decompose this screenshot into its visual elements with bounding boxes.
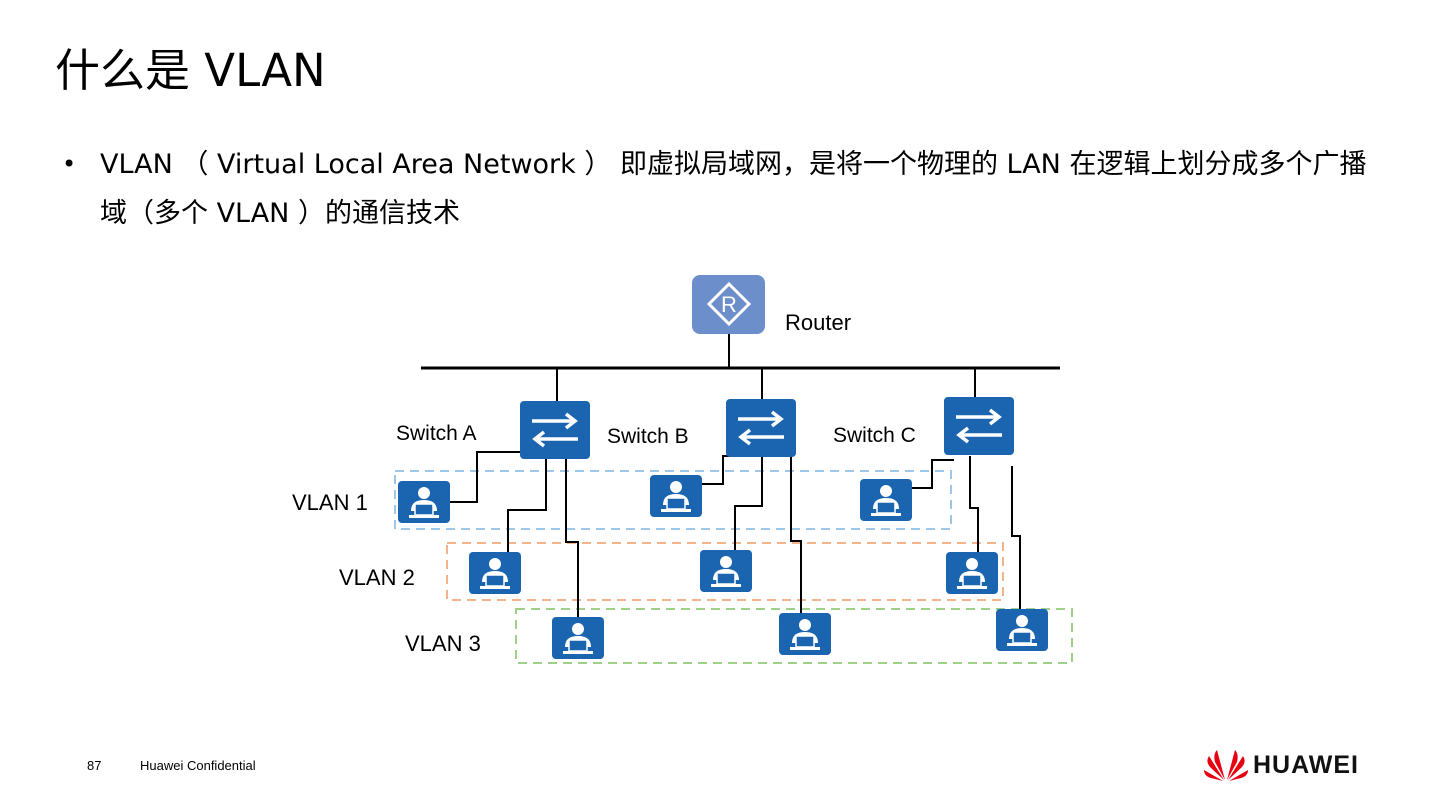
pc-user-icon[interactable]: [649, 474, 703, 518]
vlan1-boundary: [394, 470, 952, 530]
pc-user-icon[interactable]: [778, 612, 832, 656]
huawei-flower-icon: [1204, 750, 1248, 781]
bullet-dot: •: [62, 150, 77, 178]
switch-c-label: Switch C: [833, 424, 916, 447]
pc-user-icon[interactable]: [468, 551, 522, 595]
pc-user-icon[interactable]: [551, 616, 605, 660]
pc-user-icon[interactable]: [699, 549, 753, 593]
slide-title: 什么是 VLAN: [55, 44, 326, 97]
pc-user-icon[interactable]: [859, 478, 913, 522]
router-label: Router: [785, 310, 851, 335]
confidential-label: Huawei Confidential: [140, 758, 256, 773]
switch-b-label: Switch B: [607, 425, 689, 448]
switch-b-icon[interactable]: [724, 397, 798, 459]
brand-name: HUAWEI: [1253, 751, 1359, 779]
bullet-list: • VLAN （ Virtual Local Area Network ） 即虚…: [62, 140, 1392, 238]
bullet-text: VLAN （ Virtual Local Area Network ） 即虚拟局…: [100, 149, 1367, 229]
links: [421, 334, 1060, 618]
vlan3-label: VLAN 3: [405, 631, 481, 656]
pc-user-icon[interactable]: [397, 480, 451, 524]
router-icon[interactable]: R: [692, 275, 765, 334]
vlan2-label: VLAN 2: [339, 565, 415, 590]
switch-c-icon[interactable]: [942, 395, 1016, 457]
vlan2-boundary: [446, 542, 1004, 601]
vlan3-boundary: [515, 608, 1073, 664]
vlan1-label: VLAN 1: [292, 490, 368, 515]
pc-user-icon[interactable]: [995, 608, 1049, 652]
switch-a-icon[interactable]: [518, 399, 592, 461]
huawei-logo: HUAWEI: [1203, 744, 1363, 784]
switch-a-label: Switch A: [396, 422, 477, 445]
pc-user-icon[interactable]: [945, 551, 999, 595]
page-number: 87: [87, 758, 102, 773]
router-glyph: R: [721, 292, 737, 317]
